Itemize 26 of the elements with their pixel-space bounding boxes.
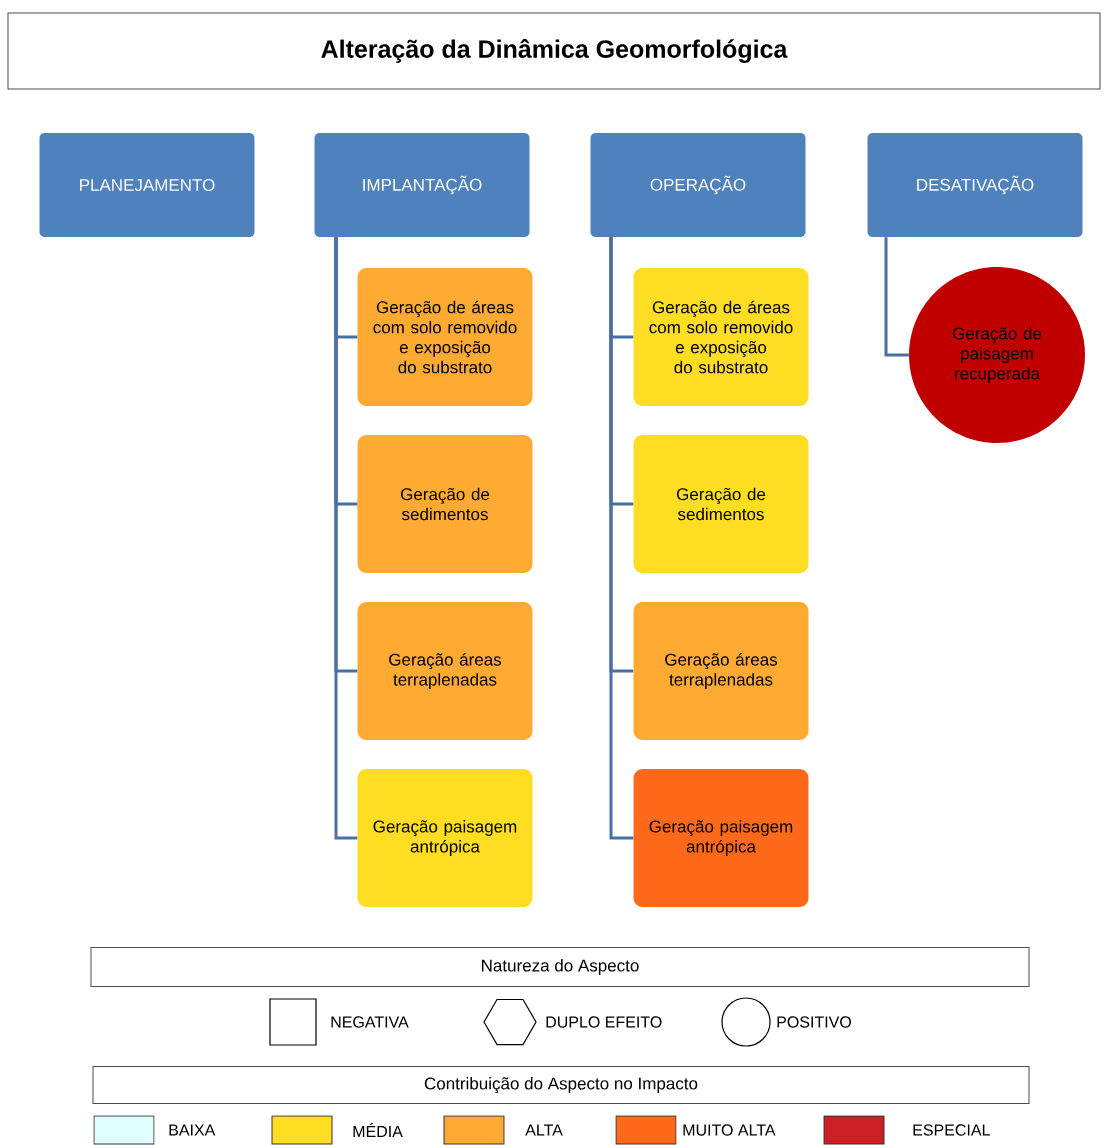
legend-text: POSITIVO (777, 1016, 852, 1028)
aspect-box: Geração de sedimentos (357, 435, 533, 573)
legend-text: NEGATIVA (331, 1016, 409, 1028)
aspect-box: Geração de sedimentos (633, 435, 809, 573)
legend-text: ALTA (525, 1124, 563, 1136)
phase-box: IMPLANTAÇÃO (314, 133, 530, 237)
connector-line (334, 237, 358, 840)
aspect-box: Geração áreas terraplenadas (357, 602, 533, 740)
connector-line (884, 237, 909, 357)
legend-text: BAIXA (169, 1124, 216, 1136)
legend-header: Natureza do Aspecto (90, 947, 1030, 987)
legend-header: Contribuição do Aspecto no Impacto (92, 1066, 1030, 1104)
legend-text: ESPECIAL (913, 1124, 990, 1136)
aspect-box: Geração paisagem antrópica (357, 769, 533, 907)
legend-text: MÉDIA (353, 1123, 403, 1137)
title-box: Alteração da Dinâmica Geomorfológica (7, 12, 1101, 90)
aspect-box: Geração de áreas com solo removido e exposição do substrato (357, 268, 533, 406)
aspect-box: Geração paisagem antrópica (633, 769, 809, 907)
legend-text: DUPLO EFEITO (546, 1016, 662, 1028)
phase-box: OPERAÇÃO (590, 133, 806, 237)
phase-box: PLANEJAMENTO (39, 133, 255, 237)
aspect-box: Geração de áreas com solo removido e exposição do substrato (633, 268, 809, 406)
legend-text: MUITO ALTA (683, 1124, 776, 1136)
aspect-box: Geração áreas terraplenadas (633, 602, 809, 740)
phase-box: DESATIVAÇÃO (867, 133, 1083, 237)
connector-line (609, 237, 634, 840)
